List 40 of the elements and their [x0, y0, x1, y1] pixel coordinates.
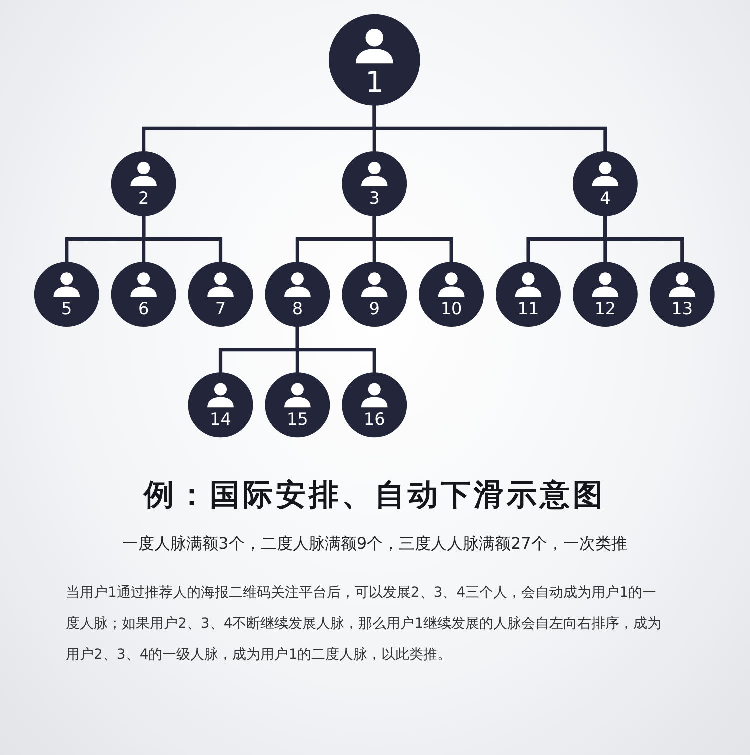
avatar-node: [112, 151, 177, 216]
diagram-title: 例：国际安排、自动下滑示意图: [142, 477, 607, 515]
avatar-node: [342, 151, 408, 216]
node-number: 5: [62, 300, 73, 320]
avatar-node: [573, 151, 638, 216]
node-number: 13: [672, 300, 694, 320]
avatar-node: [266, 372, 331, 438]
avatar-node: [496, 262, 562, 327]
connector-line: [373, 215, 454, 264]
connector-line: [142, 215, 223, 264]
node-number: 6: [138, 300, 150, 320]
avatar-node: [188, 372, 254, 438]
avatar-node: [188, 262, 254, 327]
node-number: 2: [138, 189, 150, 209]
node-number: 16: [364, 410, 386, 430]
node-number: 10: [441, 300, 463, 320]
node-number: 12: [595, 300, 617, 320]
connector-line: [296, 326, 377, 374]
avatar-node: [342, 372, 408, 438]
avatar-node: [266, 262, 331, 327]
node-number: 4: [600, 189, 612, 209]
node-number: 15: [287, 410, 309, 430]
node-number: 8: [292, 300, 304, 320]
avatar-node: [112, 262, 177, 327]
avatar-node: [342, 262, 408, 327]
avatar-node: [650, 262, 716, 327]
connector-line: [373, 104, 608, 153]
avatar-node: [419, 262, 484, 327]
avatar-node: [329, 14, 421, 106]
node-number: 1: [366, 66, 384, 100]
avatar-node: [34, 262, 100, 327]
node-number: 11: [518, 300, 540, 320]
summary-text: 一度人脉满额3个，二度人脉满额9个，三度人人脉满额27个，一次类推: [122, 533, 628, 555]
avatar-node: [573, 262, 638, 327]
node-number: 7: [216, 300, 226, 320]
description-text: 当用户1通过推荐人的海报二维码关注平台后，可以发展2、3、4三个人，会自动成为用户1的一度人脉；如果用户2、3、4不断继续发展人脉，那么用户1继续发展的人脉会自左向右排序，成为用户2、3、4的一级人脉，成为用户1的二度人脉，以此类推。: [66, 584, 663, 665]
connector-line: [604, 215, 685, 264]
node-number: 14: [210, 410, 232, 430]
node-number: 9: [370, 300, 380, 320]
node-number: 3: [370, 189, 380, 209]
